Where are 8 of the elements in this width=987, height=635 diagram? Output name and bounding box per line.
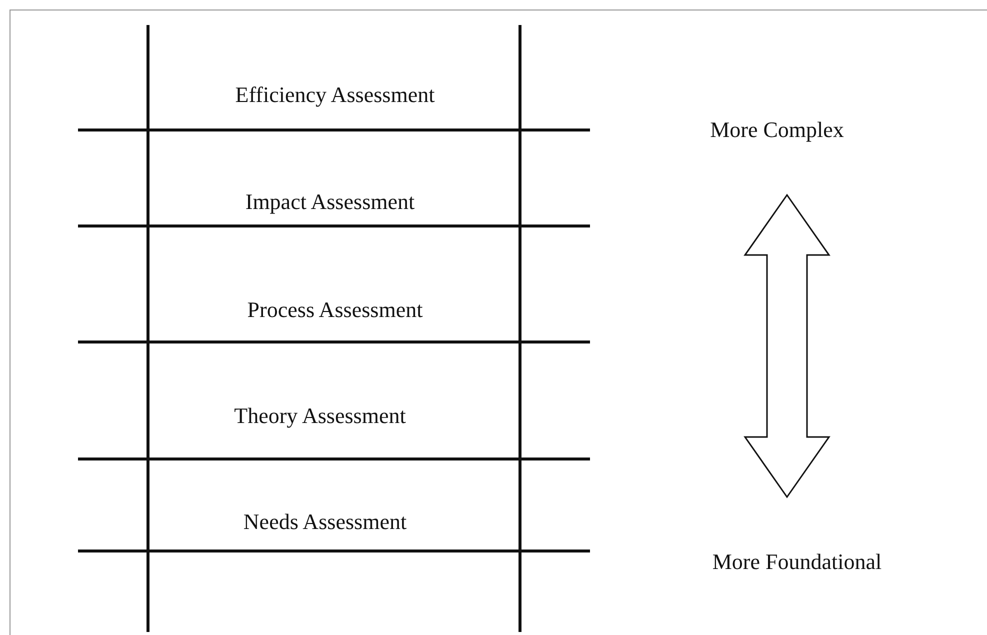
ladder-rung-label: Efficiency Assessment bbox=[235, 82, 435, 108]
ladder-rung-label: Process Assessment bbox=[247, 298, 423, 322]
ladder-rung-label: Needs Assessment bbox=[243, 510, 407, 534]
double-arrow bbox=[744, 194, 830, 498]
ladder-rung-label: Impact Assessment bbox=[245, 190, 415, 214]
scale-label: More Complex bbox=[710, 118, 844, 142]
ladder-rung-label: Theory Assessment bbox=[234, 404, 406, 428]
scale-label: More Foundational bbox=[712, 550, 882, 574]
